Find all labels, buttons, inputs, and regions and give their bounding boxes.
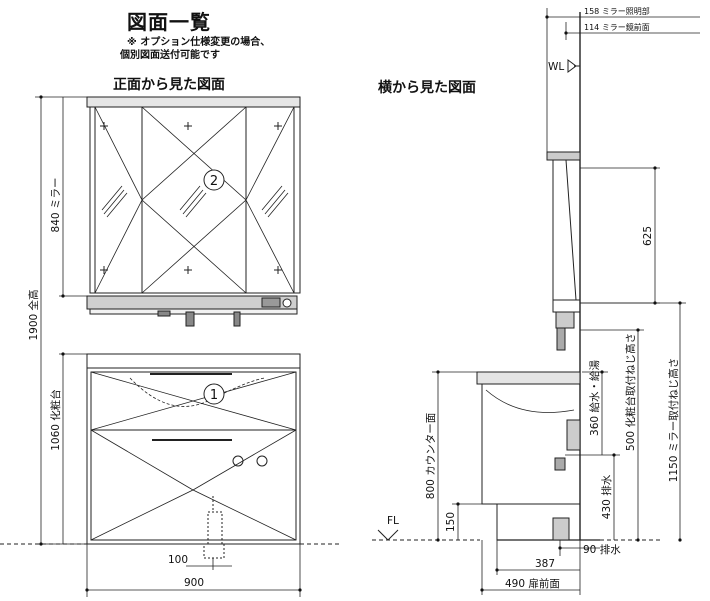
dim-mirror-mount-height: 1150 ミラー取付ねじ高さ <box>667 358 680 483</box>
dim-mirror-height: 840 ミラー <box>50 178 62 233</box>
dim-drain-offset-side: 90 排水 <box>583 543 621 556</box>
dim-width-total: 900 <box>184 577 204 589</box>
dim-drain-offset: 100 <box>168 554 188 566</box>
front-view-drawing <box>0 96 340 559</box>
mirror-door-left <box>94 106 143 294</box>
svg-text:1: 1 <box>210 388 218 403</box>
vanity-cabinet <box>86 367 301 545</box>
side-view-drawing <box>372 12 660 541</box>
svg-text:2: 2 <box>210 174 218 189</box>
dim-mirror-light-depth: 158 ミラー照明部 <box>584 6 650 16</box>
fl-label: FL <box>387 515 399 527</box>
side-dimension-lines <box>432 8 700 595</box>
dim-vanity-mount-height: 500 化粧台取付ねじ高さ <box>624 333 637 451</box>
dim-supply-drain: 360 給水・給湯 <box>588 360 601 436</box>
dim-door-front-depth: 490 扉前面 <box>505 577 560 590</box>
front-dimension-lines <box>35 96 301 597</box>
dim-drain-height: 430 排水 <box>600 474 613 519</box>
mirror-door-center <box>141 106 247 294</box>
dim-counter-surface: 800 カウンター面 <box>425 413 437 499</box>
option-note-line1: ※ オプション仕様変更の場合、 <box>127 37 271 48</box>
mirror-top-light <box>86 96 301 108</box>
dim-counter-height: 1060 化粧台 <box>49 389 62 451</box>
dim-height-total: 1900 全高 <box>27 289 40 340</box>
option-note-line2: 個別図面送付可能です <box>120 50 220 61</box>
callout-vanity: 1 <box>203 383 225 405</box>
front-view-title: 正面から見た図面 <box>113 77 225 93</box>
callout-mirror: 2 <box>203 169 225 191</box>
dim-depth-387: 387 <box>535 558 555 570</box>
wl-label: WL <box>548 61 564 73</box>
dim-mirror-height-side: 625 <box>642 226 654 246</box>
dim-plinth: 150 <box>445 512 457 532</box>
page-title: 図面一覧 <box>127 10 211 34</box>
side-view-title: 横から見た図面 <box>378 80 476 96</box>
dim-mirror-front-depth: 114 ミラー鏡前面 <box>584 22 650 32</box>
